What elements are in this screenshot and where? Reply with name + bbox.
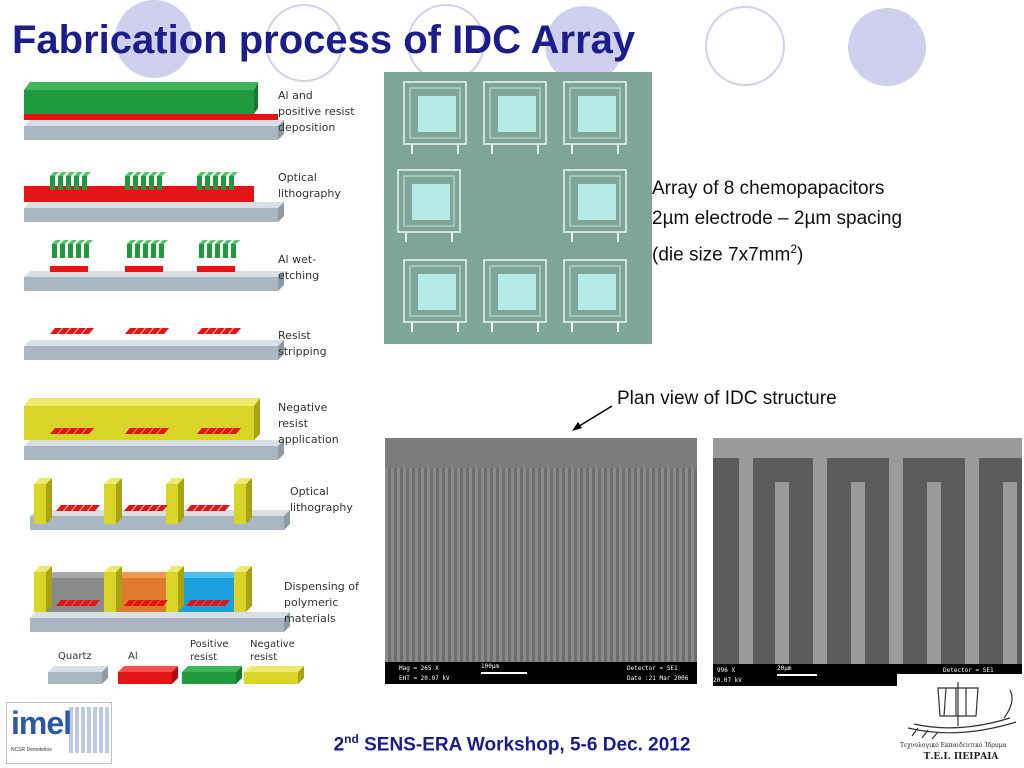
step-4-diagram (24, 328, 284, 360)
step-label: Optical lithography (278, 171, 341, 200)
sem-image-right: 996 X 20.07 kV 20µm Detector = SE1 (713, 438, 1022, 686)
imel-logo-subtext: NCSR Demokritos (11, 747, 52, 753)
step-label: Negative resist application (278, 401, 339, 446)
tei-logo-line1: Τεχνολογικό Εκπαιδευτικό Ίδρυμα (900, 742, 1007, 749)
imel-logo-text: imel (11, 705, 72, 741)
legend-label-negative-resist: Negative resist (250, 639, 295, 663)
legend-label-positive-resist: Positive resist (190, 639, 229, 663)
tei-logo-line2: Τ.Ε.Ι. ΠΕΙΡΑΙΑ (923, 752, 999, 762)
die-size-text: (die size 7x7mm2) (652, 242, 804, 266)
step-label: Optical lithography (290, 485, 353, 514)
step-1-diagram (24, 82, 284, 140)
sem-info-bar: Mag = 265 X EHT = 20.07 kV 100µm Detecto… (385, 662, 697, 684)
step-6-diagram (30, 478, 290, 530)
imel-logo: imel NCSR Demokritos (6, 702, 112, 764)
ship-emblem (907, 682, 1017, 740)
legend-label-quartz: Quartz (58, 651, 92, 662)
step-3-diagram (24, 240, 284, 291)
process-diagram (24, 82, 304, 684)
tei-piraeus-logo: Τεχνολογικό Εκπαιδευτικό Ίδρυμα Τ.Ε.Ι. Π… (898, 676, 1024, 766)
legend-label-al: Al (128, 651, 138, 662)
decor-circle (848, 8, 926, 86)
array-count-text: Array of 8 chemopapacitors (652, 178, 885, 199)
decor-circle (115, 0, 193, 78)
decor-circle (705, 6, 785, 86)
decor-circle (265, 4, 343, 82)
slide-footer: 2nd SENS-ERA Workshop, 5-6 Dec. 2012 (333, 732, 691, 756)
step-7-diagram (30, 566, 290, 632)
scale-bar (777, 674, 817, 676)
legend-swatches (48, 666, 304, 684)
plan-view-caption: Plan view of IDC structure (617, 388, 837, 409)
step-label: Dispensing of polymeric materials (284, 580, 359, 625)
decor-circle (545, 6, 623, 84)
array-micrograph (384, 72, 652, 344)
step-label: Al wet- etching (278, 253, 320, 282)
sem-image-left: Mag = 265 X EHT = 20.07 kV 100µm Detecto… (385, 438, 697, 684)
step-label: Resist stripping (278, 329, 327, 358)
scale-bar (481, 672, 527, 674)
step-2-diagram (24, 172, 284, 222)
slide-title: Fabrication process of IDC Array (12, 18, 636, 62)
electrode-spacing-text: 2µm electrode – 2µm spacing (652, 208, 903, 229)
caption-arrow (572, 405, 613, 431)
step-5-diagram (24, 398, 284, 460)
step-label: Al and positive resist deposition (278, 89, 355, 134)
